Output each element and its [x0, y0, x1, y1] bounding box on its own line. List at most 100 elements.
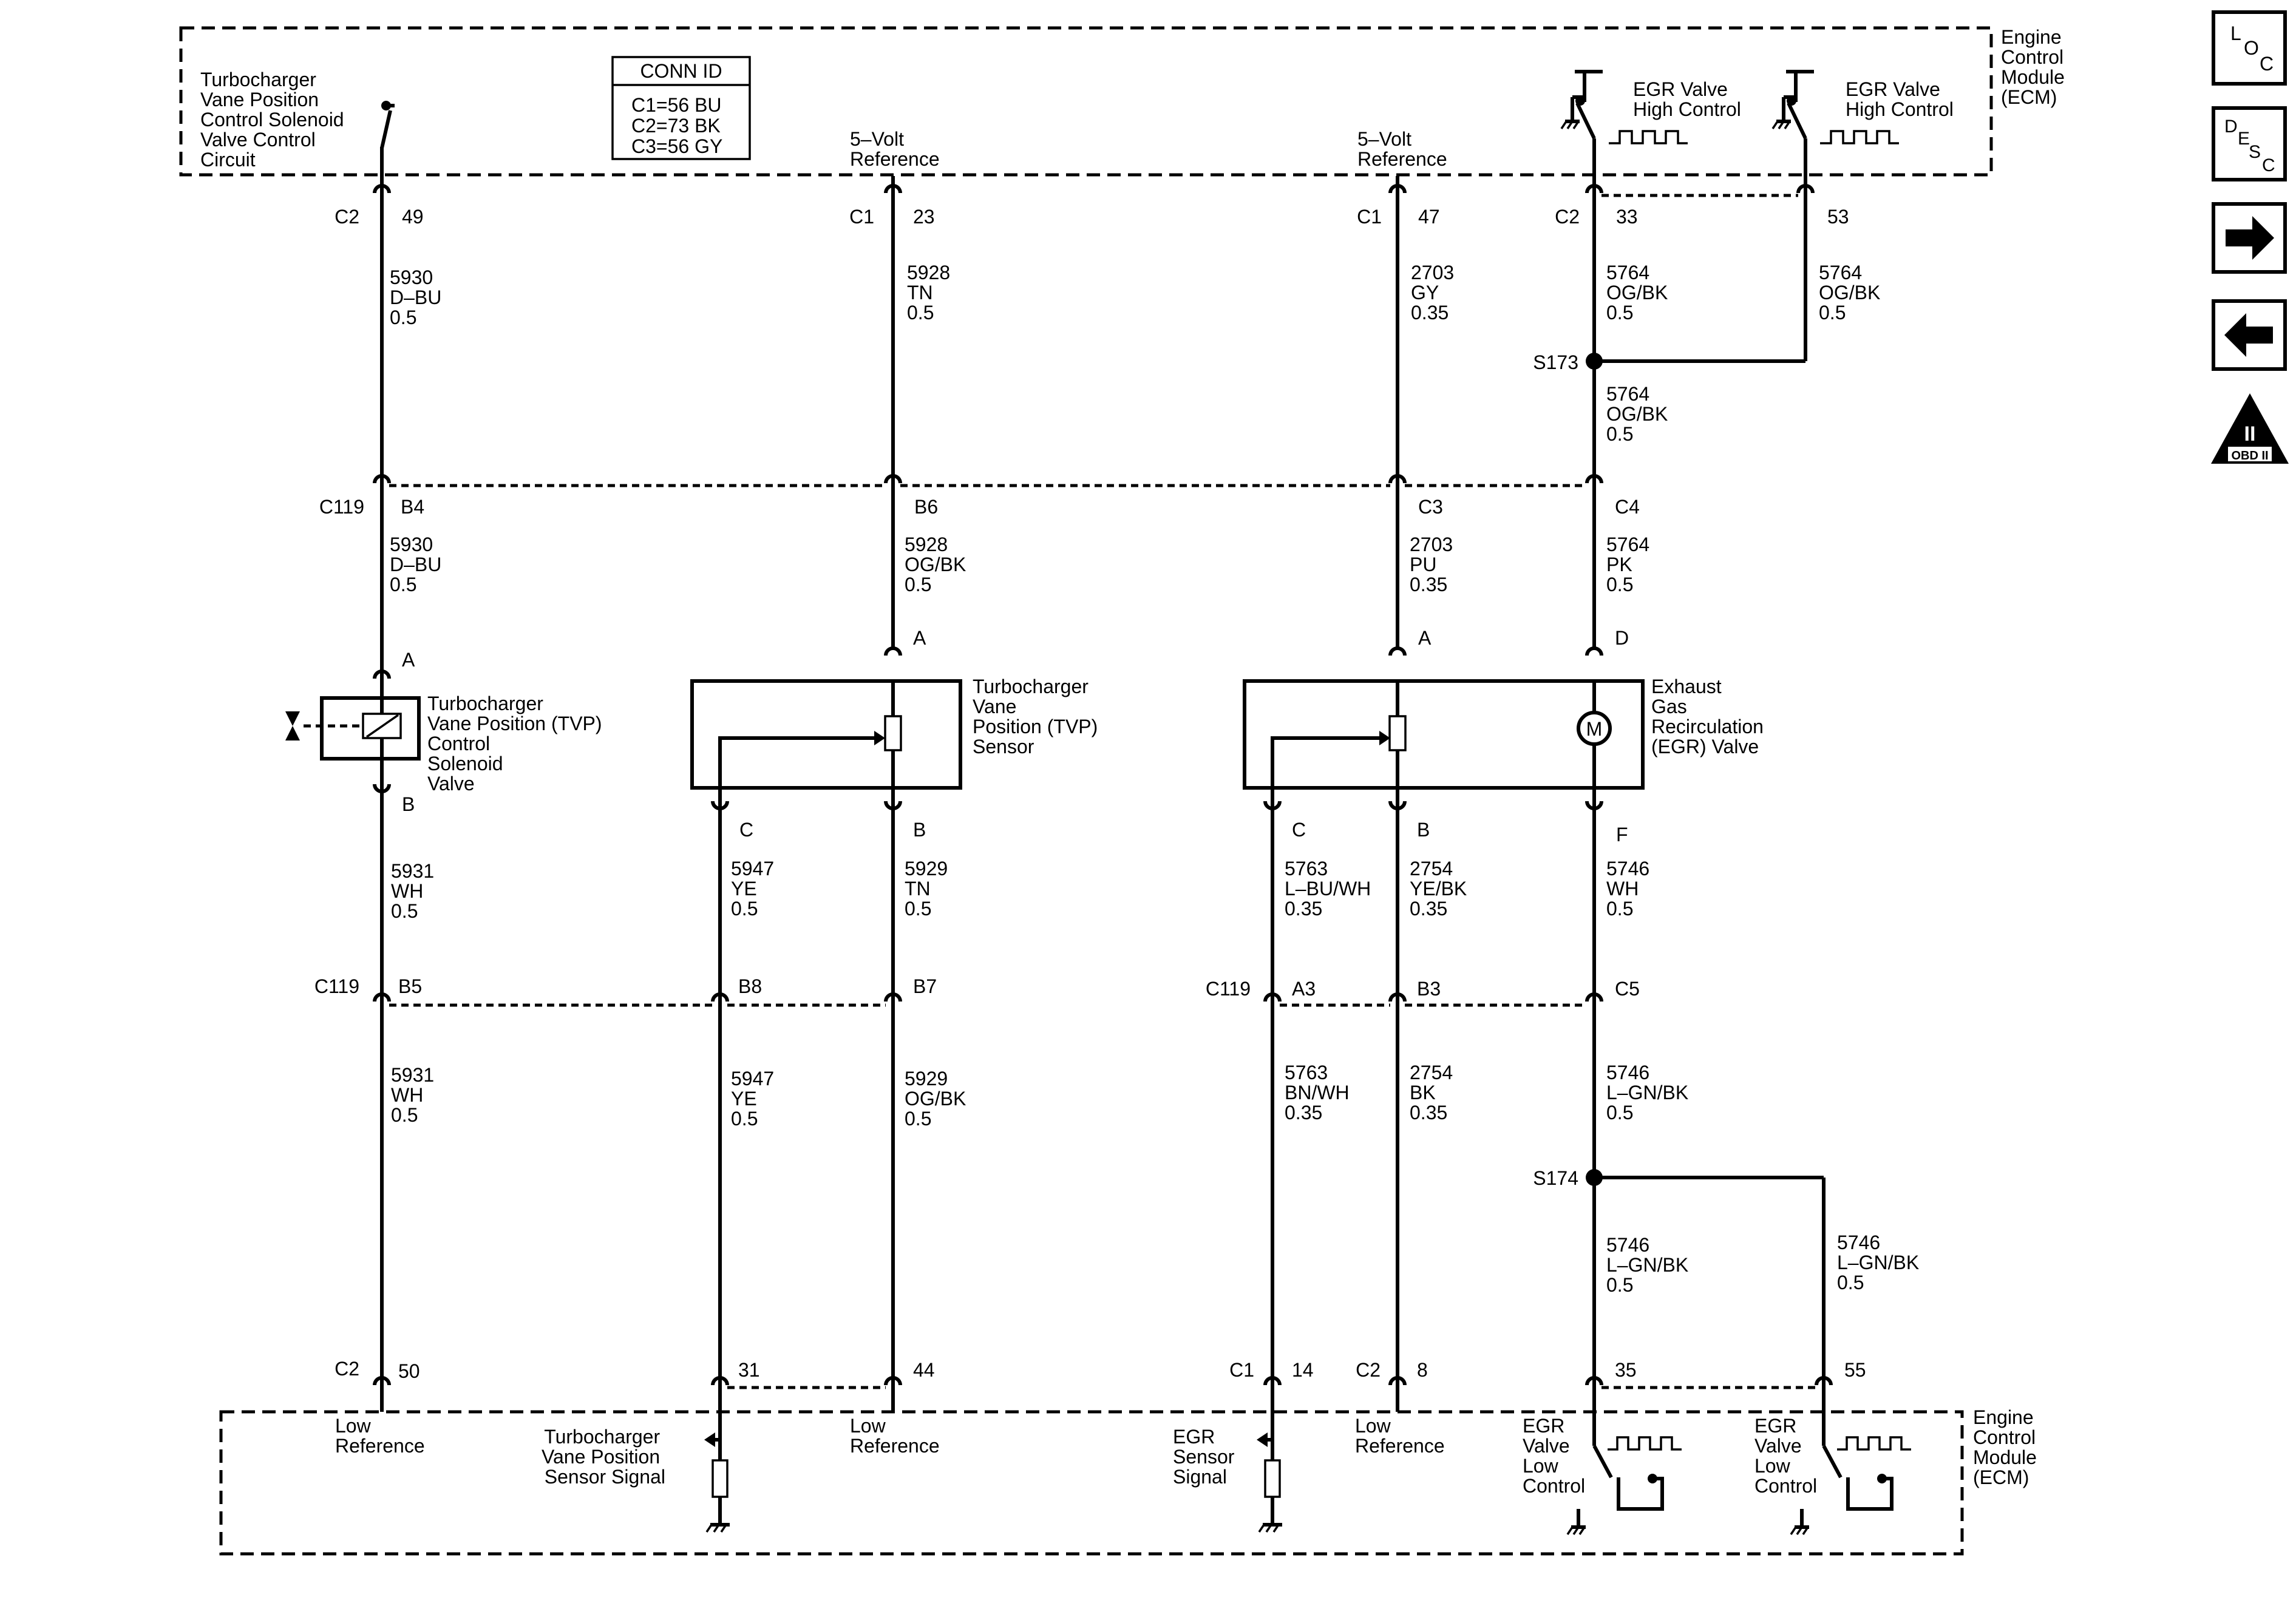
svg-text:50: 50: [398, 1360, 420, 1382]
svg-text:C119: C119: [1206, 978, 1251, 1000]
egr-high-control-driver-1: EGR Valve High Control: [1560, 70, 1741, 176]
ecm-top-module: Engine Control Module (ECM) Turbocharger…: [179, 26, 2070, 177]
svg-text:C: C: [2262, 155, 2275, 175]
svg-text:C3=56 GY: C3=56 GY: [631, 135, 722, 157]
svg-text:C5: C5: [1615, 978, 1640, 1000]
svg-text:C3: C3: [1418, 496, 1443, 518]
svg-text:C1: C1: [849, 206, 874, 228]
tvp-sensor: A C B Turbocharger Vane Position (TVP) S…: [690, 627, 1103, 841]
egr-sensor-signal-input: EGR Sensor Signal: [1173, 1412, 1282, 1533]
svg-text:II: II: [2244, 422, 2256, 446]
svg-text:EGR Valve High Control: EGR Valve High Control: [1846, 78, 1954, 120]
pin-c2-33: C2 33: [1555, 184, 1638, 228]
svg-text:EGR Valve High Control: EGR Valve High Control: [1633, 78, 1741, 120]
svg-text:31: 31: [738, 1359, 760, 1381]
svg-text:A: A: [1418, 627, 1432, 649]
svg-text:Turbocharger Vane Positi: Turbocharger Vane Position (TVP) Control…: [427, 693, 607, 795]
svg-text:53: 53: [1827, 206, 1849, 228]
svg-text:Low Reference: Low Reference: [1355, 1415, 1445, 1457]
svg-text:EGR Sensor Sig: EGR Sensor Signal: [1173, 1426, 1240, 1488]
svg-text:Turbocharger Vane: Turbocharger Vane Position (TVP) Sensor: [973, 676, 1103, 757]
svg-text:A3: A3: [1292, 978, 1316, 1000]
connector-c119-lower: C119 B5 B8 B7 C119 A3 B3 C5: [314, 975, 1640, 1007]
obd-ii-button[interactable]: II OBD II: [2211, 393, 2289, 464]
svg-text:35: 35: [1615, 1359, 1637, 1381]
conn-id-table: CONN ID C1=56 BU C2=73 BK C3=56 GY: [611, 56, 751, 160]
svg-text:B5: B5: [398, 975, 422, 997]
svg-text:A: A: [913, 627, 926, 649]
splice-s173: S173: [1533, 351, 1603, 373]
svg-text:F: F: [1616, 824, 1628, 846]
egr-low-control-driver-2: EGR Valve Low Control: [1754, 1412, 1911, 1535]
svg-text:44: 44: [913, 1359, 935, 1381]
svg-text:C2: C2: [335, 206, 359, 228]
egr-low-control-driver-1: EGR Valve Low Control: [1523, 1412, 1682, 1535]
tvp-control-solenoid-valve: A B Turbocharger Vane Position (TVP) Con…: [285, 649, 607, 815]
svg-text:49: 49: [402, 206, 424, 228]
pin-c2-49: C2 49: [335, 184, 424, 228]
loc-button[interactable]: L O C: [2212, 10, 2287, 86]
svg-text:C2: C2: [335, 1358, 359, 1380]
svg-text:OBD II: OBD II: [2231, 449, 2268, 463]
side-nav: L O C D E S C II OBD II: [2211, 10, 2289, 464]
svg-text:C2: C2: [1356, 1359, 1381, 1381]
svg-text:L: L: [2230, 22, 2241, 44]
ecm-bottom-module: Engine Control Module (ECM) Low Referenc…: [219, 1406, 2042, 1556]
next-arrow-button[interactable]: [2212, 202, 2287, 274]
svg-text:E: E: [2238, 129, 2250, 149]
connector-c119-upper: C119 B4 B6 C3 C4: [319, 474, 1640, 518]
svg-text:14: 14: [1292, 1359, 1314, 1381]
svg-text:C1: C1: [1229, 1359, 1254, 1381]
tvp-sensor-signal-input: Turbocharger Vane Position Sensor Signal: [542, 1412, 730, 1533]
svg-text:S173: S173: [1533, 351, 1578, 373]
svg-text:EGR Valve Low: EGR Valve Low Control: [1523, 1415, 1585, 1497]
svg-text:C: C: [1292, 819, 1306, 841]
svg-text:B7: B7: [913, 975, 937, 997]
svg-text:C2=73 BK: C2=73 BK: [631, 115, 721, 137]
svg-text:47: 47: [1418, 206, 1440, 228]
svg-text:Engine Control Mod: Engine Control Module (ECM): [1973, 1406, 2042, 1488]
svg-text:Exhaust Gas Recirc: Exhaust Gas Recirculation (EGR) Valve: [1651, 676, 1769, 757]
svg-text:B3: B3: [1417, 978, 1441, 1000]
svg-text:C2: C2: [1555, 206, 1580, 228]
ecm-bottom-boundary: [219, 1410, 1964, 1556]
svg-text:C1: C1: [1357, 206, 1382, 228]
tvp-solenoid-switch: [380, 101, 395, 176]
svg-text:B: B: [1417, 819, 1430, 841]
svg-text:O: O: [2244, 37, 2259, 59]
svg-text:A: A: [402, 649, 415, 671]
wires: [380, 176, 1826, 1412]
ecm-top-title: Engine Control Module (ECM): [2001, 26, 2070, 108]
svg-text:EGR Valve Low: EGR Valve Low Control: [1754, 1415, 1817, 1497]
svg-text:S174: S174: [1533, 1167, 1578, 1189]
svg-text:B8: B8: [738, 975, 762, 997]
svg-text:C: C: [739, 819, 753, 841]
splice-s174: S174: [1533, 1167, 1603, 1189]
previous-arrow-button[interactable]: [2212, 299, 2287, 371]
desc-button[interactable]: D E S C: [2212, 106, 2287, 181]
svg-text:C119: C119: [319, 496, 364, 518]
svg-text:55: 55: [1844, 1359, 1866, 1381]
svg-text:D: D: [2224, 117, 2238, 137]
